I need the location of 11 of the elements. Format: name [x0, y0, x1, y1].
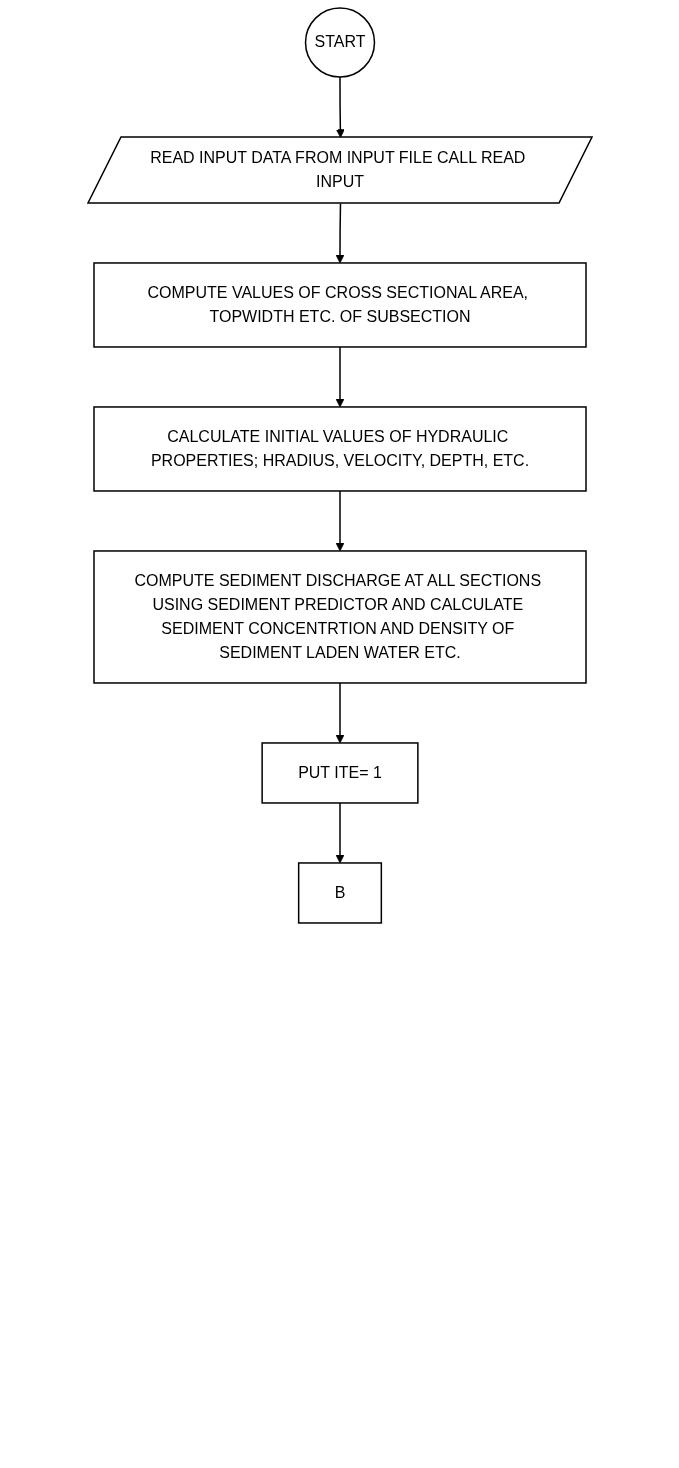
node-box: PUT ITE= 1 — [260, 742, 419, 804]
arrow — [335, 802, 344, 864]
arrow — [335, 490, 344, 552]
node-box: B — [297, 862, 382, 924]
node-circle: START — [304, 7, 375, 78]
node-box: COMPUTE SEDIMENT DISCHARGE AT ALL SECTIONS USING SEDIMENT PREDICTOR AND CALCULATE SEDIMENT CONCENTRTION AND DENSITY OF SEDIMENT LADEN WATER ETC. — [92, 550, 587, 684]
arrow — [335, 346, 344, 408]
node-box: CALCULATE INITIAL VALUES OF HYDRAULIC PROPERTIES; HRADIUS, VELOCITY, DEPTH, ETC. — [92, 406, 587, 492]
arrow — [335, 682, 344, 744]
arrow — [335, 202, 344, 264]
node-box: COMPUTE VALUES OF CROSS SECTIONAL AREA, TOPWIDTH ETC. OF SUBSECTION — [92, 262, 587, 348]
